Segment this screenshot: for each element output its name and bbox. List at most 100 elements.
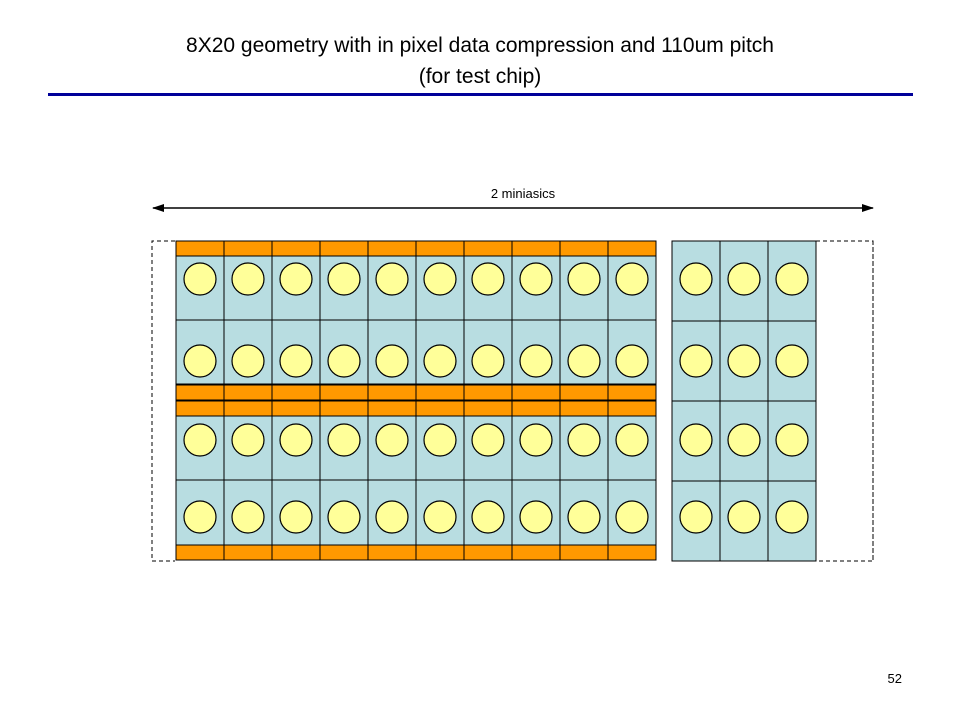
bump-bond xyxy=(727,344,761,378)
bump-bond xyxy=(183,344,217,378)
periphery-cell xyxy=(271,544,321,561)
periphery-cell xyxy=(415,544,465,561)
periphery-cell xyxy=(223,544,273,561)
left-pixel-block xyxy=(175,240,657,561)
bump-bond xyxy=(231,500,265,534)
bump-bond xyxy=(615,262,649,296)
bump-bond xyxy=(519,344,553,378)
bump-bond xyxy=(567,500,601,534)
periphery-cell xyxy=(319,400,369,417)
periphery-cell xyxy=(175,400,225,417)
periphery-cell xyxy=(511,384,561,401)
bump-bond xyxy=(279,423,313,457)
bump-bond xyxy=(679,423,713,457)
periphery-cell xyxy=(415,240,465,257)
bump-bond xyxy=(231,423,265,457)
periphery-cell xyxy=(511,240,561,257)
bump-bond xyxy=(327,423,361,457)
periphery-cell xyxy=(175,544,225,561)
span-label: 2 miniasics xyxy=(491,186,556,201)
periphery-cell xyxy=(223,384,273,401)
bump-bond xyxy=(679,344,713,378)
bump-bond xyxy=(375,262,409,296)
bump-bond xyxy=(727,262,761,296)
bump-bond xyxy=(279,262,313,296)
bump-bond xyxy=(471,500,505,534)
bump-bond xyxy=(567,423,601,457)
periphery-cell xyxy=(607,400,657,417)
bump-bond xyxy=(567,262,601,296)
periphery-cell xyxy=(559,544,609,561)
bump-bond xyxy=(727,423,761,457)
periphery-cell xyxy=(607,384,657,401)
bump-bond xyxy=(375,500,409,534)
bump-bond xyxy=(679,500,713,534)
title-underline xyxy=(48,93,913,96)
miniasic-boundary xyxy=(151,240,874,562)
periphery-cell xyxy=(607,240,657,257)
bump-bond xyxy=(279,500,313,534)
bump-bond xyxy=(183,423,217,457)
periphery-cell xyxy=(559,384,609,401)
periphery-cell xyxy=(271,384,321,401)
bump-bond xyxy=(679,262,713,296)
periphery-cell xyxy=(511,544,561,561)
periphery-cell xyxy=(223,400,273,417)
bump-bond xyxy=(423,262,457,296)
bump-bond xyxy=(519,262,553,296)
bump-bond xyxy=(775,262,809,296)
periphery-cell xyxy=(223,240,273,257)
periphery-cell xyxy=(463,544,513,561)
periphery-cell xyxy=(271,240,321,257)
bump-bond xyxy=(279,344,313,378)
periphery-cell xyxy=(415,400,465,417)
bump-bond xyxy=(615,500,649,534)
periphery-cell xyxy=(463,384,513,401)
periphery-cell xyxy=(367,544,417,561)
periphery-cell xyxy=(559,240,609,257)
periphery-cell xyxy=(367,240,417,257)
bump-bond xyxy=(471,423,505,457)
bump-bond xyxy=(183,262,217,296)
periphery-cell xyxy=(175,240,225,257)
bump-bond xyxy=(567,344,601,378)
bump-bond xyxy=(519,423,553,457)
slide-title-line-1: 8X20 geometry with in pixel data compres… xyxy=(186,34,774,57)
bump-bond xyxy=(231,262,265,296)
bump-bond xyxy=(423,423,457,457)
page-number: 52 xyxy=(887,671,902,686)
bump-bond xyxy=(375,344,409,378)
bump-bond xyxy=(327,344,361,378)
bump-bond xyxy=(471,344,505,378)
bump-bond xyxy=(231,344,265,378)
bump-bond xyxy=(375,423,409,457)
periphery-cell xyxy=(415,384,465,401)
periphery-cell xyxy=(319,240,369,257)
periphery-cell xyxy=(319,384,369,401)
bump-bond xyxy=(615,423,649,457)
bump-bond xyxy=(471,262,505,296)
periphery-cell xyxy=(463,240,513,257)
bump-bond xyxy=(327,262,361,296)
periphery-cell xyxy=(271,400,321,417)
slide-title-line-2: (for test chip) xyxy=(418,65,542,88)
bump-bond xyxy=(183,500,217,534)
periphery-cell xyxy=(607,544,657,561)
bump-bond xyxy=(423,500,457,534)
periphery-cell xyxy=(175,384,225,401)
bump-bond xyxy=(519,500,553,534)
periphery-cell xyxy=(463,400,513,417)
bump-bond xyxy=(327,500,361,534)
periphery-cell xyxy=(367,384,417,401)
bump-bond xyxy=(775,423,809,457)
periphery-cell xyxy=(319,544,369,561)
bump-bond xyxy=(615,344,649,378)
periphery-cell xyxy=(367,400,417,417)
bump-bond xyxy=(727,500,761,534)
right-pixel-block xyxy=(671,240,817,562)
periphery-cell xyxy=(559,400,609,417)
bump-bond xyxy=(775,500,809,534)
bump-bond xyxy=(423,344,457,378)
periphery-cell xyxy=(511,400,561,417)
